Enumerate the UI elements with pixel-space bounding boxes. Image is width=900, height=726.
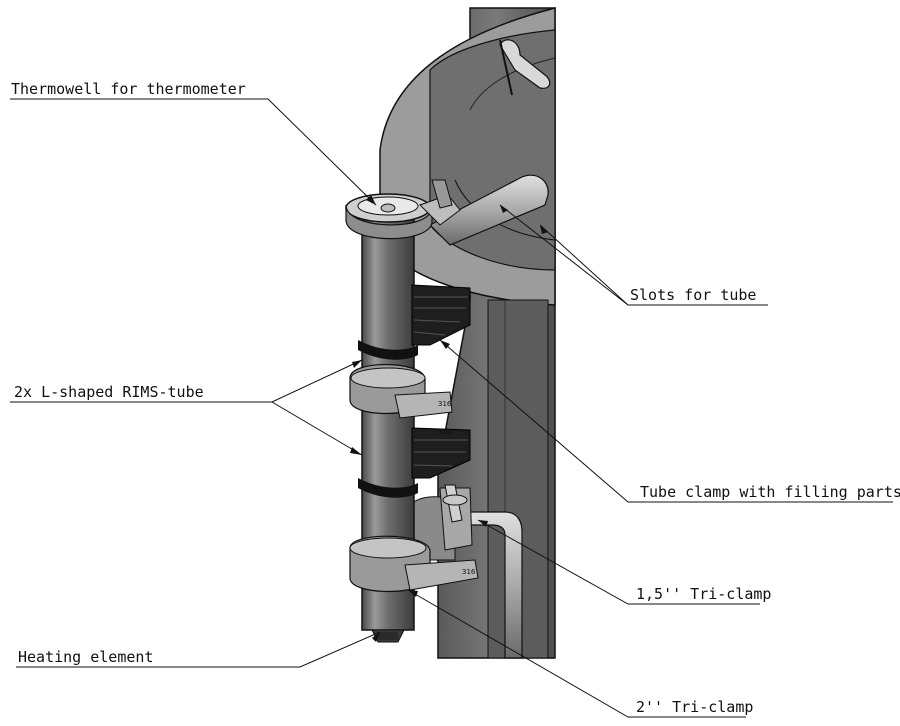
stamp-316-middle: 316 xyxy=(438,400,452,408)
leader-lines xyxy=(10,98,893,718)
label-slots-for-tube: Slots for tube xyxy=(630,286,757,304)
arrow-rims-b xyxy=(350,447,362,455)
arrow-thermowell xyxy=(366,195,376,205)
arrow-tube-clamp xyxy=(440,340,450,349)
tube-straps xyxy=(358,340,418,498)
arrow-slots-b xyxy=(500,205,508,213)
filling-parts-lower xyxy=(411,427,471,479)
label-triclamp-2: 2'' Tri-clamp xyxy=(636,698,754,716)
arrow-slots-a xyxy=(540,225,548,234)
arrow-triclamp-15 xyxy=(478,520,488,527)
label-tube-clamp: Tube clamp with filling parts xyxy=(640,483,900,501)
arrow-rims-a xyxy=(352,360,362,368)
label-thermowell: Thermowell for thermometer xyxy=(11,80,246,98)
label-heating-element: Heating element xyxy=(18,648,154,666)
filling-parts-upper xyxy=(411,284,471,346)
leader-heating xyxy=(16,631,381,668)
label-triclamp-15: 1,5'' Tri-clamp xyxy=(636,585,772,603)
arrow-heating xyxy=(372,632,380,642)
stamp-316-bottom: 316 xyxy=(462,568,476,576)
bottom-tri-clamp: 316 xyxy=(349,535,479,592)
leader-tube-clamp xyxy=(439,339,893,503)
leader-rims-b xyxy=(271,401,363,456)
leader-thermowell xyxy=(10,98,377,206)
leader-triclamp-2 xyxy=(407,589,746,718)
upper-pipe xyxy=(428,174,549,246)
leader-triclamp-15 xyxy=(477,519,760,605)
middle-tri-clamp: 316 316 xyxy=(349,364,453,436)
arrow-triclamp-2 xyxy=(408,590,418,597)
side-tri-clamp xyxy=(439,484,473,551)
arrowheads xyxy=(350,195,548,642)
label-rims-tube: 2x L-shaped RIMS-tube xyxy=(14,383,204,401)
stamp-316-lower: 316 xyxy=(438,428,452,436)
vessel-handle xyxy=(499,39,551,96)
leader-slots-b xyxy=(499,204,629,306)
